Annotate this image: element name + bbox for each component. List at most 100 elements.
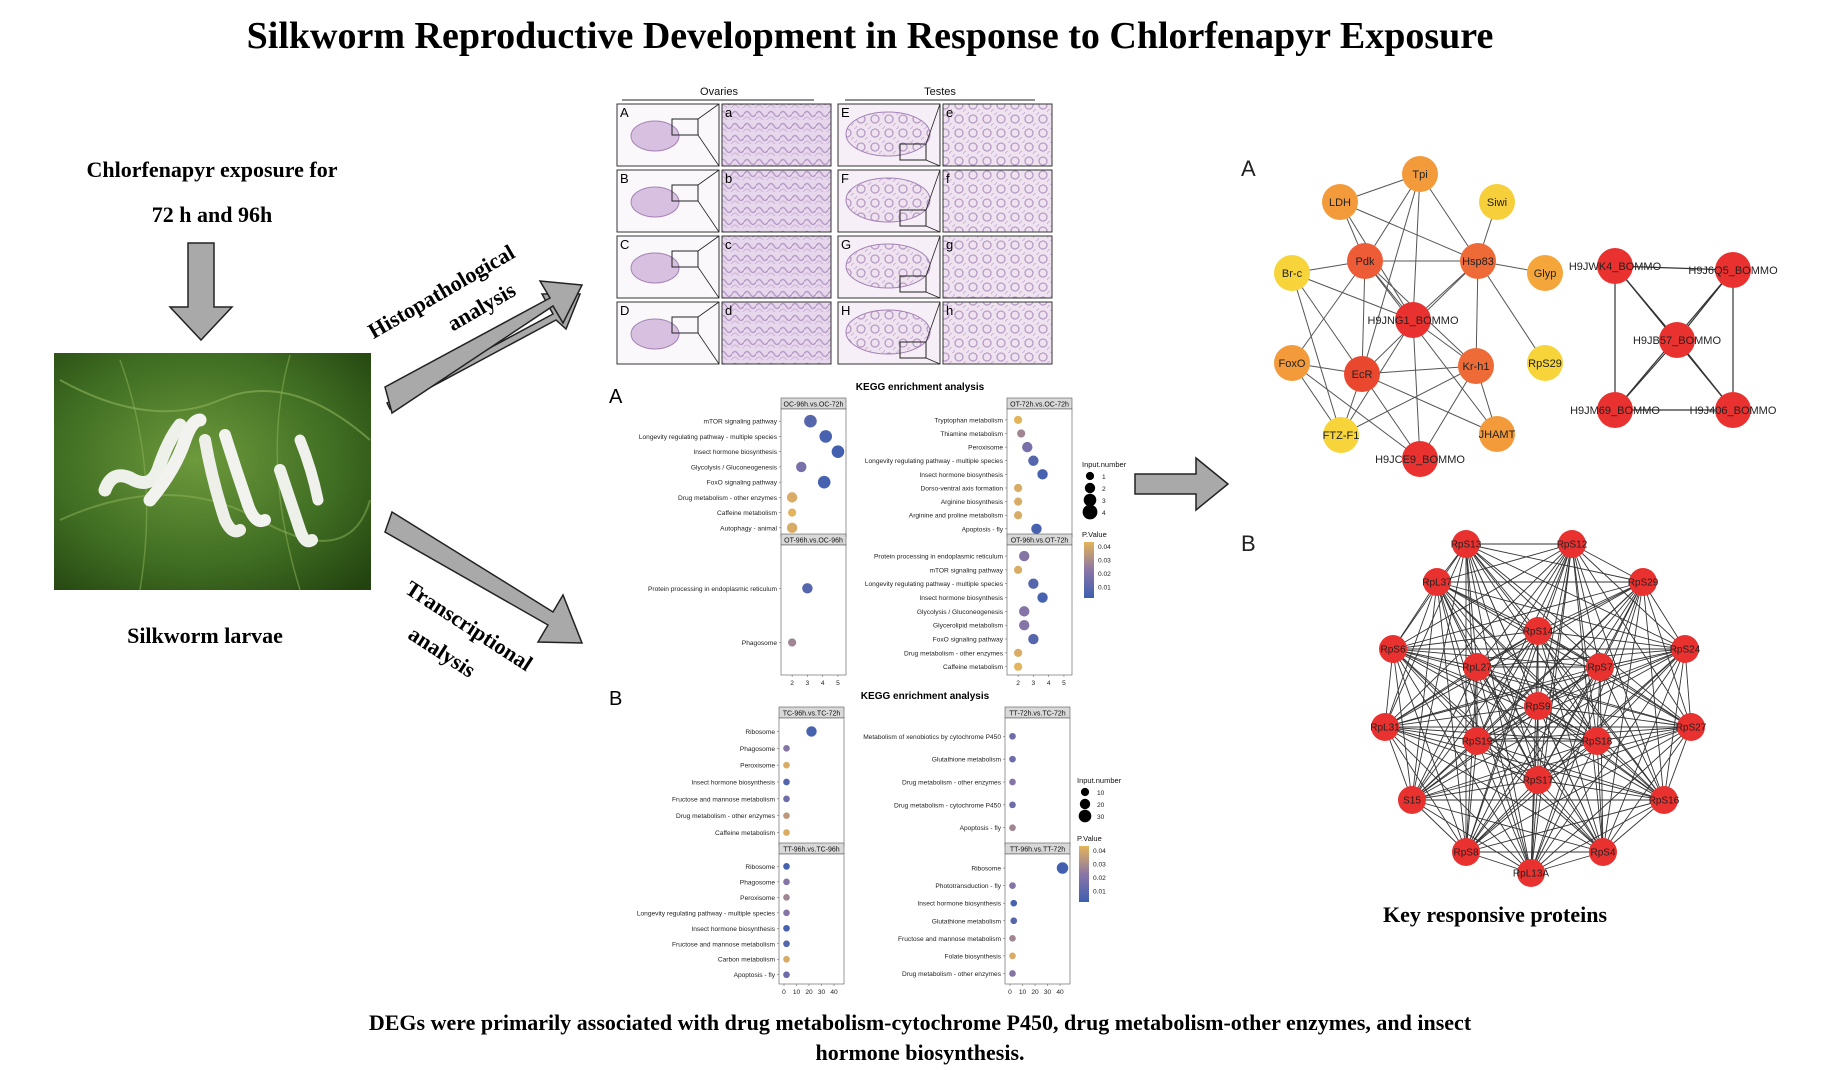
network-edge: [1596, 726, 1692, 742]
svg-text:H9JCE9_BOMMO: H9JCE9_BOMMO: [1375, 454, 1465, 466]
svg-text:RpL27: RpL27: [1462, 663, 1492, 674]
network-edge: [1384, 705, 1539, 728]
x-tick: 2: [1016, 680, 1020, 687]
legend-size-label: 2: [1102, 486, 1106, 493]
term-dot: [804, 414, 817, 428]
network-edge: [1411, 666, 1478, 801]
network-edge: [1384, 726, 1478, 742]
node-Siwi: Siwi: [1479, 184, 1515, 220]
term-label: Drug metabolism - other enzymes: [902, 780, 1002, 787]
network-edge: [1392, 648, 1467, 853]
network-panel-label: B: [1241, 531, 1256, 556]
network-edge: [1642, 581, 1692, 728]
network-edge: [1530, 581, 1644, 874]
term-label: Autophagy - animal: [720, 525, 777, 532]
testes-header: Testes: [924, 86, 956, 98]
panel-letter: c: [725, 237, 732, 252]
svg-text:Pdk: Pdk: [1356, 256, 1375, 268]
panel-letter: B: [620, 171, 629, 186]
node-H9J406_BOMMO: H9J406_BOMMO: [1690, 392, 1777, 428]
x-tick: 0: [782, 989, 786, 996]
network-edge: [1537, 581, 1644, 632]
network-edge: [1476, 740, 1532, 874]
ovary-zoom-b: b: [721, 169, 832, 233]
network-edge: [1476, 740, 1665, 801]
network-edge: [1596, 648, 1686, 742]
network-edge: [1291, 260, 1366, 364]
network-edge: [1339, 201, 1479, 262]
x-tick: 4: [1047, 680, 1051, 687]
kegg-facet-TC-96h.vs.TC-72h: TC-96h.vs.TC-72hRibosomePhagosomePeroxis…: [672, 706, 845, 847]
network-edge: [1436, 581, 1539, 632]
x-tick: 3: [1032, 680, 1036, 687]
network-edge: [1537, 543, 1573, 707]
network-edge: [1436, 581, 1478, 668]
term-dot: [783, 878, 790, 886]
network-edge: [1571, 543, 1601, 668]
network-edge: [1571, 543, 1692, 728]
network-edge: [1571, 543, 1665, 801]
term-dot: [1009, 732, 1016, 740]
term-label: Caffeine metabolism: [717, 510, 777, 517]
footer-line-1: DEGs were primarily associated with drug…: [369, 1010, 1472, 1035]
network-edge: [1530, 740, 1598, 874]
network-edge: [1412, 173, 1421, 321]
testis-section-F: F: [837, 169, 941, 233]
network-edge: [1465, 543, 1478, 668]
network-edge: [1465, 543, 1692, 728]
node-JHAMT: JHAMT: [1479, 416, 1516, 452]
kegg-facet-TT-96h.vs.TT-72h: TT-96h.vs.TT-72hRibosomePhototransductio…: [898, 842, 1071, 996]
term-label: Apoptosis - fly: [960, 825, 1002, 832]
term-label: Phagosome: [740, 879, 776, 886]
network-edge: [1384, 543, 1573, 728]
svg-text:H9JM69_BOMMO: H9JM69_BOMMO: [1570, 405, 1660, 417]
network-edge: [1465, 779, 1539, 853]
legend-size-dot: [1078, 809, 1092, 823]
network-edge: [1392, 648, 1692, 728]
facet-title: OT-72h.vs.OC-72h: [1010, 402, 1069, 409]
svg-text:FTZ-F1: FTZ-F1: [1323, 430, 1360, 442]
node-S15: S15: [1398, 786, 1426, 814]
network-edge: [1599, 666, 1665, 801]
svg-text:RpS9: RpS9: [1525, 702, 1550, 713]
term-label: Insect hormone biosynthesis: [917, 901, 1001, 908]
exposure-line-1: Chlorfenapyr exposure for: [87, 157, 338, 182]
legend-color-label: 0.01: [1098, 585, 1111, 592]
term-dot: [788, 508, 797, 517]
network-edge: [1537, 581, 1644, 707]
term-label: mTOR signaling pathway: [703, 419, 777, 426]
term-dot: [783, 924, 790, 932]
term-dot: [783, 761, 790, 769]
network-edge: [1384, 581, 1438, 728]
testis-zoom-e: e: [942, 103, 1053, 167]
node-LDH: LDH: [1322, 184, 1358, 220]
term-dot: [1014, 648, 1023, 657]
svg-text:RpL37: RpL37: [1422, 578, 1452, 589]
term-dot: [1014, 415, 1023, 424]
network-edge: [1537, 543, 1573, 632]
term-dot: [786, 522, 798, 534]
svg-text:RpS13: RpS13: [1451, 540, 1482, 551]
testis-zoom-h: h: [942, 301, 1053, 365]
svg-text:Hsp83: Hsp83: [1462, 256, 1494, 268]
term-label: Metabolism of xenobiotics by cytochrome …: [863, 734, 1001, 741]
network-edge: [1537, 581, 1644, 781]
term-label: Glutathione metabolism: [932, 757, 1002, 764]
svg-text:RpS7: RpS7: [1587, 663, 1612, 674]
network-edge: [1476, 726, 1692, 742]
term-dot: [1019, 550, 1030, 562]
node-FoxO: FoxO: [1274, 345, 1310, 381]
term-dot: [783, 863, 790, 870]
term-label: Drug metabolism - other enzymes: [676, 813, 776, 820]
svg-text:Siwi: Siwi: [1487, 197, 1507, 209]
panel-letter: H: [841, 303, 850, 318]
legend-color-label: 0.04: [1098, 544, 1111, 551]
term-label: Insect hormone biosynthesis: [919, 595, 1003, 602]
term-label: Fructose and mannose metabolism: [898, 936, 1001, 943]
legend-size-label: 3: [1102, 498, 1106, 505]
svg-text:Kr-h1: Kr-h1: [1463, 361, 1490, 373]
